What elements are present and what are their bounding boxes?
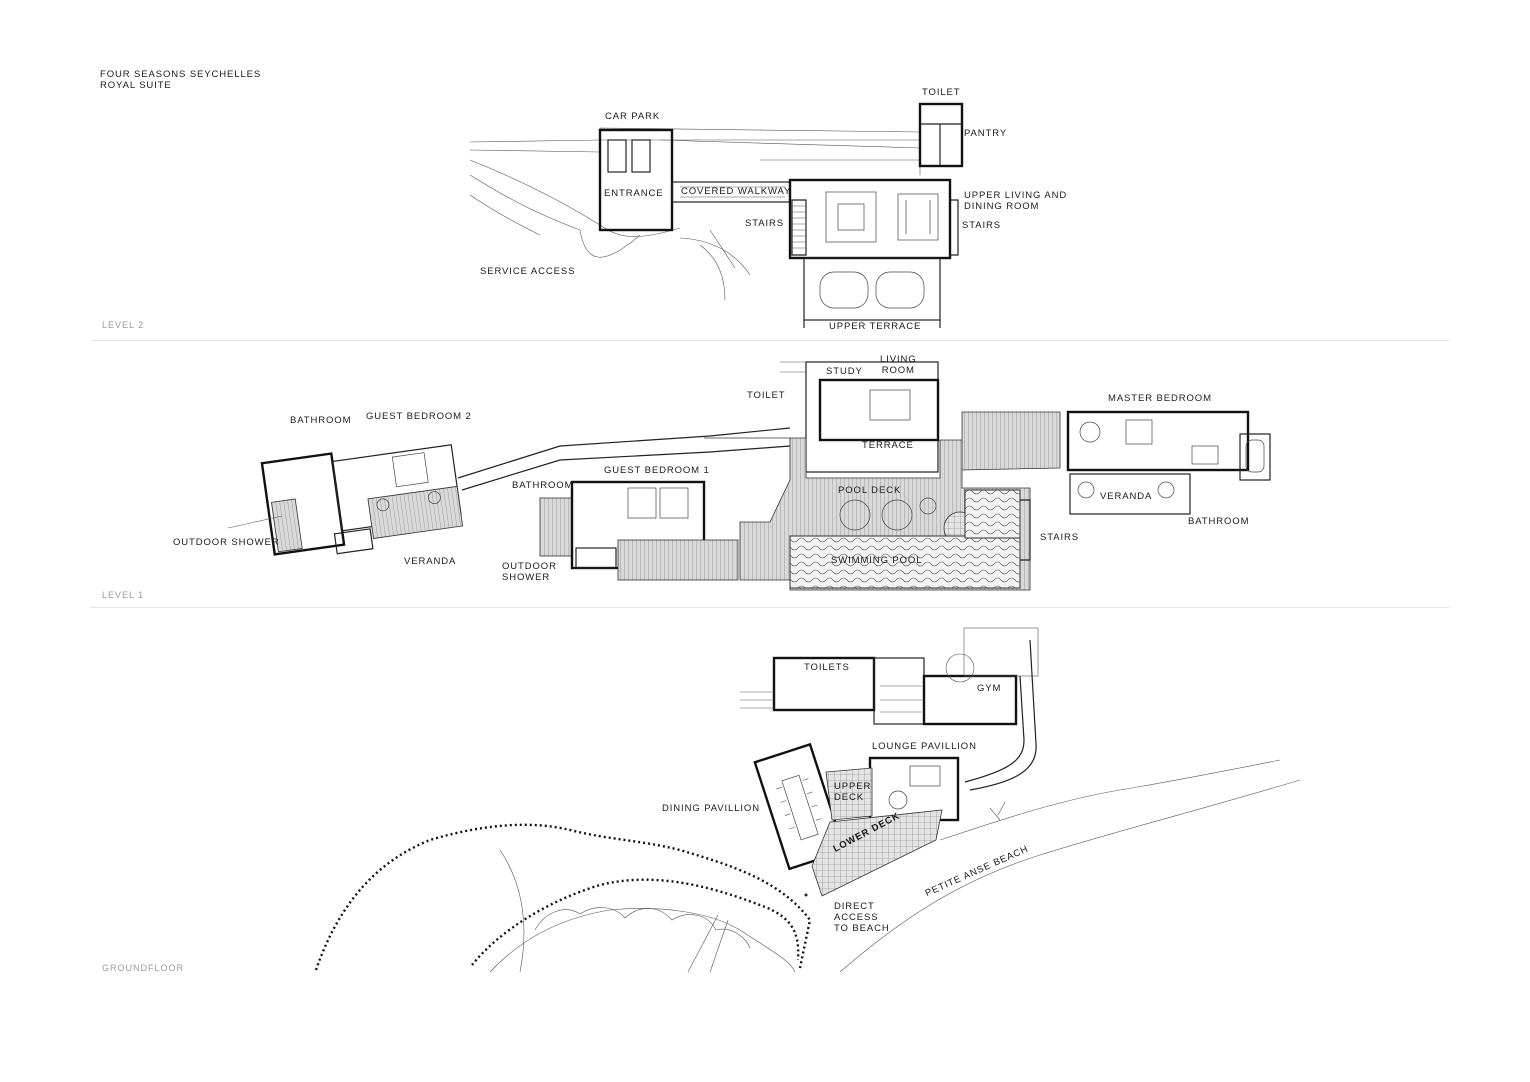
room-label-toilets: TOILETS xyxy=(804,662,850,673)
groundfloor-plan xyxy=(314,627,1301,973)
room-label-line: OUTDOOR xyxy=(502,561,557,572)
room-label-bathroom: BATHROOM xyxy=(1188,516,1250,527)
room-label-covered-walkway: COVERED WALKWAY xyxy=(681,186,792,197)
room-label-line: LIVING xyxy=(880,354,917,365)
room-label-line: TO BEACH xyxy=(834,922,890,934)
room-label-outdoor-shower: OUTDOOR SHOWER xyxy=(502,561,557,584)
room-label-service-access: SERVICE ACCESS xyxy=(480,266,576,277)
level-1-plan xyxy=(227,361,1271,591)
room-label-terrace: TERRACE xyxy=(862,440,914,451)
level-divider xyxy=(90,607,1450,608)
room-label-line: SHOWER xyxy=(502,571,551,583)
title-line-1: FOUR SEASONS SEYCHELLES xyxy=(100,69,262,80)
room-label-bathroom: BATHROOM xyxy=(512,480,574,491)
level-1-label: LEVEL 1 xyxy=(102,590,145,600)
level-divider xyxy=(90,340,1450,341)
room-label-upper-terrace: UPPER TERRACE xyxy=(829,321,922,332)
room-label-line: ACCESS xyxy=(834,911,879,923)
room-label-line: DECK xyxy=(834,791,864,803)
room-label-guest-bedroom-2: GUEST BEDROOM 2 xyxy=(366,411,472,422)
room-label-car-park: CAR PARK xyxy=(605,111,661,122)
room-label-line: DIRECT xyxy=(834,901,875,912)
room-label-entrance: ENTRANCE xyxy=(604,188,664,199)
room-label-bathroom: BATHROOM xyxy=(290,415,352,426)
room-label-line: ROOM xyxy=(881,364,915,376)
room-label-line: UPPER LIVING AND xyxy=(964,190,1068,201)
room-label-line: UPPER xyxy=(834,781,872,792)
room-label-veranda: VERANDA xyxy=(1100,491,1153,502)
room-label-pantry: PANTRY xyxy=(964,128,1008,139)
level-2-label: LEVEL 2 xyxy=(102,320,145,330)
room-label-upper-living-dining: UPPER LIVING AND DINING ROOM xyxy=(964,190,1068,213)
room-label-study: STUDY xyxy=(826,366,863,377)
room-label-upper-deck: UPPER DECK xyxy=(834,781,872,804)
room-label-line: DINING ROOM xyxy=(964,200,1040,212)
room-label-guest-bedroom-1: GUEST BEDROOM 1 xyxy=(604,465,710,476)
room-label-pool-deck: POOL DECK xyxy=(838,485,902,496)
room-label-master-bedroom: MASTER BEDROOM xyxy=(1108,393,1212,404)
room-label-stairs: STAIRS xyxy=(745,218,785,229)
room-label-gym: GYM xyxy=(977,683,1002,694)
room-label-toilet: TOILET xyxy=(922,87,961,98)
title-line-2: ROYAL SUITE xyxy=(100,79,172,91)
room-label-dining-pavillion: DINING PAVILLION xyxy=(662,803,760,814)
room-label-swimming-pool: SWIMMING POOL xyxy=(831,555,923,566)
room-label-outdoor-shower: OUTDOOR SHOWER xyxy=(173,537,280,548)
room-label-veranda: VERANDA xyxy=(404,556,457,567)
room-label-toilet: TOILET xyxy=(747,390,786,401)
room-label-living-room: LIVING ROOM xyxy=(880,354,917,377)
room-label-stairs: STAIRS xyxy=(1040,532,1080,543)
room-label-lounge-pavillion: LOUNGE PAVILLION xyxy=(872,741,977,752)
groundfloor-label: GROUNDFLOOR xyxy=(102,963,185,973)
level-2-plan xyxy=(469,102,964,328)
plan-title: FOUR SEASONS SEYCHELLES ROYAL SUITE xyxy=(100,69,262,92)
room-label-stairs: STAIRS xyxy=(962,220,1002,231)
label-direct-access-to-beach: DIRECT ACCESS TO BEACH xyxy=(834,901,890,935)
